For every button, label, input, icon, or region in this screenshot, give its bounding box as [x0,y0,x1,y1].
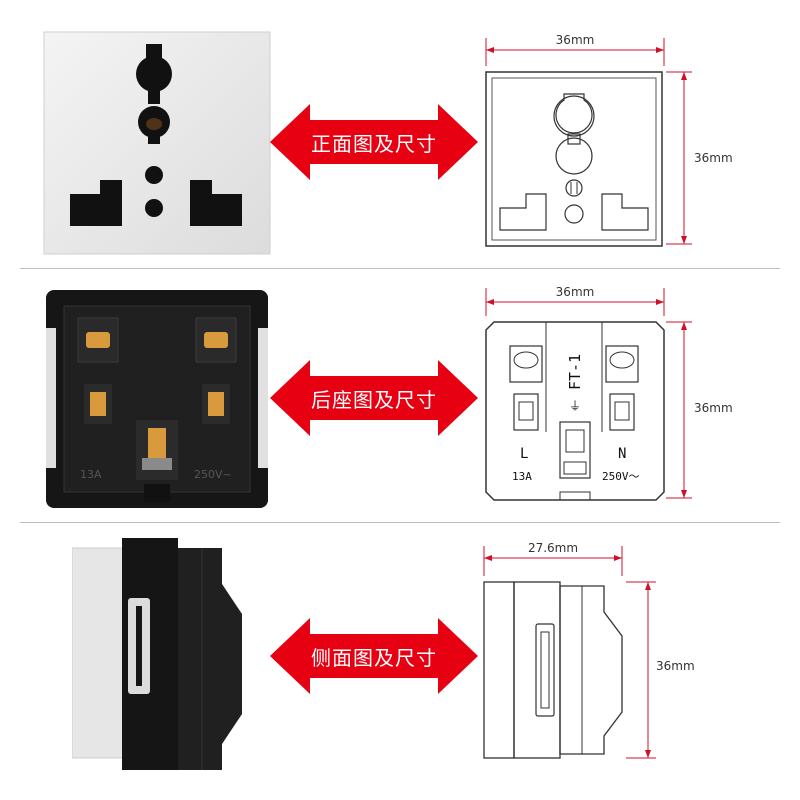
section-divider [20,268,780,269]
back-view-label: 后座图及尺寸 [311,387,437,412]
back-width-dimension: 36mm [556,285,595,299]
back-view-section: 13A 250V~ 后座图及尺寸 36mm 36mm [0,270,800,520]
front-socket-photo [43,31,271,255]
double-arrow-icon [270,618,478,694]
front-width-dimension: 36mm [556,33,595,47]
back-photo-current-rating: 13A [80,468,102,481]
ground-symbol: ⏚ [569,399,581,413]
model-number: FT-1 [566,354,584,390]
front-height-dimension: 36mm [694,151,733,165]
back-socket-photo: 13A 250V~ [46,290,268,508]
side-socket-photo [72,538,242,770]
side-dimension-drawing: 27.6mm 36mm [483,541,695,759]
back-dimension-drawing: 36mm 36mm ⏚ FT-1 L N 13A 250V～ [485,285,733,501]
double-arrow-icon [270,360,478,436]
front-view-section: 正面图及尺寸 36mm 36mm [0,0,800,268]
neutral-terminal-label: N [618,446,626,462]
front-dimension-drawing: 36mm 36mm [485,33,733,247]
side-height-dimension: 36mm [656,659,695,673]
back-photo-voltage-rating: 250V~ [194,468,232,481]
back-height-dimension: 36mm [694,401,733,415]
side-width-dimension: 27.6mm [528,541,578,555]
side-view-section: 侧面图及尺寸 27.6mm 36mm [0,524,800,800]
live-terminal-label: L [520,446,528,462]
voltage-rating: 250V～ [602,470,640,483]
double-arrow-icon [270,104,478,180]
front-view-label: 正面图及尺寸 [311,131,437,156]
side-view-label: 侧面图及尺寸 [311,645,437,670]
current-rating: 13A [512,470,532,483]
section-divider [20,522,780,523]
